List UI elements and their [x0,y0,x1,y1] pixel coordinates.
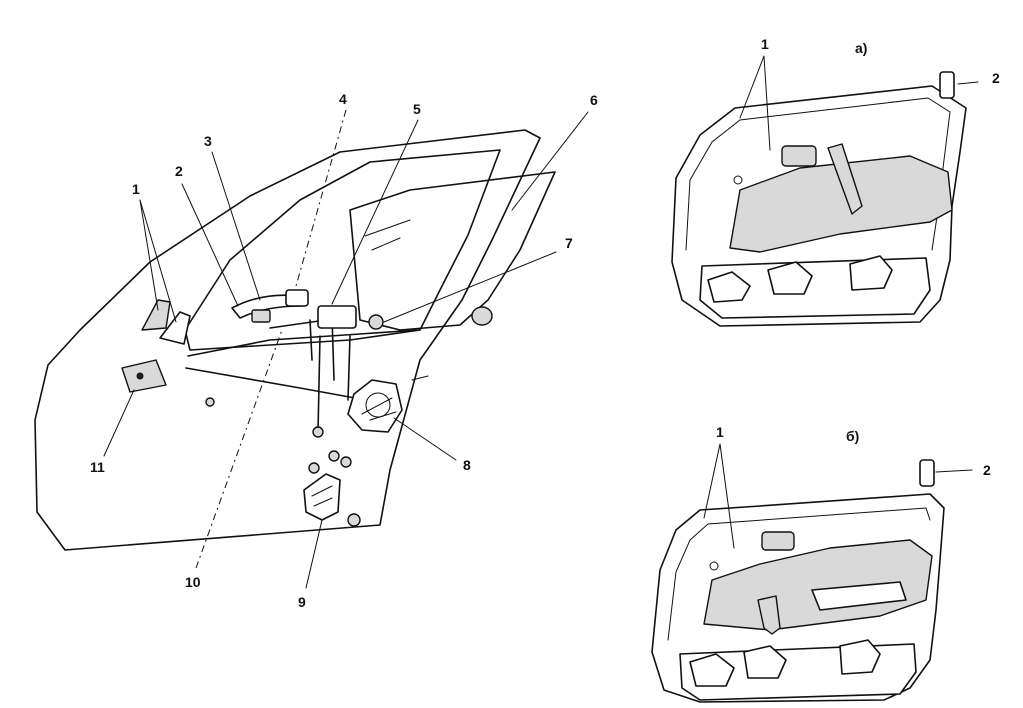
speaker-grille-a1 [707,271,751,303]
label-4: 4 [339,91,347,107]
belt-line [187,329,419,357]
lock-knob-a [939,71,955,99]
door-trim-panel-b: 1 б) 2 [651,424,991,703]
door-plug [471,306,493,326]
remote-control-unit [317,305,357,329]
label-8: 8 [463,457,471,473]
rod-clip-4 [340,456,352,468]
inner-handle-a [781,145,817,167]
mirror-cover-part [159,311,191,345]
label-5: 5 [413,101,421,117]
label-2: 2 [175,163,183,179]
door-shell [34,129,541,551]
window-frame [184,149,501,351]
label-7: 7 [565,235,573,251]
window-stop [368,314,384,330]
speaker-grille-a2 [767,261,813,295]
inner-handle-b [761,531,795,551]
panel-a-label-1: 1 [761,36,769,52]
speaker-grille-a3 [849,255,893,291]
rod-clip-3 [308,462,320,474]
leader-lines [103,109,589,589]
label-10: 10 [185,574,201,590]
mirror-bracket-part [141,299,171,331]
speaker-grille-b1 [689,653,735,687]
main-door-view: 1 2 3 4 5 6 7 8 9 10 11 [34,91,598,610]
motor-bracket [361,397,397,421]
screw-fastener [411,375,429,381]
hinge-bracket [121,359,167,393]
label-3: 3 [204,133,212,149]
glass-reflection [364,219,411,251]
lock-screw [347,513,361,527]
handle-bracket [285,289,309,307]
window-glass [349,171,556,331]
lock-knob-part [251,309,271,323]
door-lock [303,473,341,521]
regulator-motor [347,379,403,433]
pull-strap-a [827,143,863,215]
panel-b-label-1: 1 [716,424,724,440]
panel-a-variant: a) [855,40,867,56]
label-11: 11 [90,459,105,475]
control-rod-vertical [317,335,351,433]
label-6: 6 [590,92,598,108]
trim-panel-b-inner [667,507,931,641]
control-rod-long [185,367,356,399]
window-crank-b [757,595,781,635]
lock-detail [311,485,333,507]
trim-panel-a-armrest [729,155,953,253]
label-1: 1 [132,181,140,197]
panel-b-variant: б) [846,428,859,444]
hinge-bolt [136,372,144,380]
door-trim-panel-a: 1 a) 2 [671,36,1000,327]
lock-knob-b [919,459,935,487]
label-9: 9 [298,594,306,610]
speaker-grille-b3 [839,639,881,675]
armrest-detail-b [811,581,907,611]
panel-a-label-2: 2 [992,70,1000,86]
trim-screw-b [709,561,719,571]
speaker-grille-b2 [743,645,787,679]
rod-clip-1 [312,426,324,438]
motor-gear [365,392,391,418]
rod-clip-2 [328,450,340,462]
panel-b-label-2: 2 [983,462,991,478]
fastener-clip [205,397,215,407]
trim-screw-a [733,175,743,185]
